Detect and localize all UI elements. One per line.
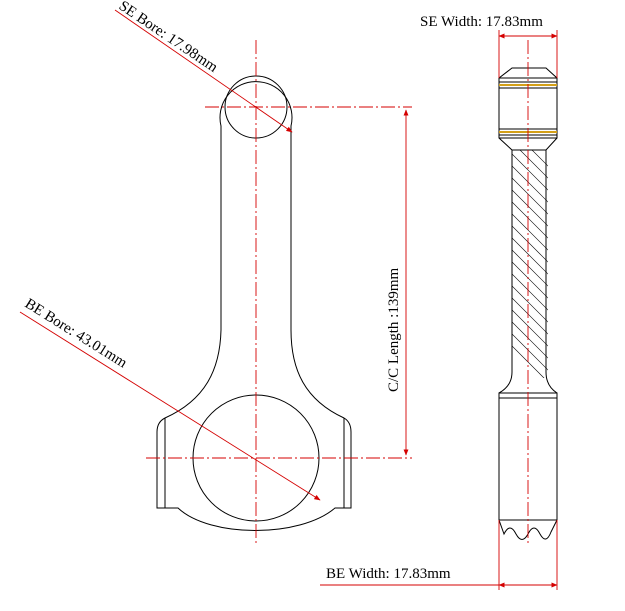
cc-length-label: C/C Length :139mm: [386, 268, 402, 393]
se-width-label: SE Width: 17.83mm: [420, 14, 543, 30]
se-bore-leader: [114, 9, 293, 133]
front-view: SE Bore: 17.98mm BE Bore: 43.01mm C/C Le…: [19, 0, 412, 545]
se-bore-label: SE Bore: 17.98mm: [116, 0, 221, 76]
be-width-label: BE Width: 17.83mm: [326, 566, 451, 582]
beam-hatching: [512, 150, 548, 378]
side-beam: [498, 149, 558, 394]
side-view: SE Width: 17.83mm BE Width: 17.83mm: [320, 14, 558, 590]
rod-body-outline: [156, 81, 352, 531]
be-bore-label: BE Bore: 43.01mm: [22, 296, 130, 372]
be-bore-leader: [19, 311, 321, 501]
